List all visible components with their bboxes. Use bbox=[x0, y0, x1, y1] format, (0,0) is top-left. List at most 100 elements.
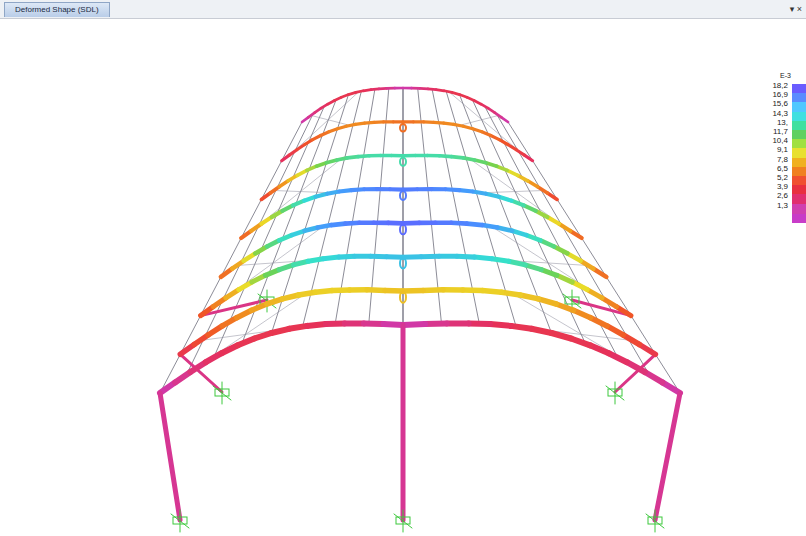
brace bbox=[502, 260, 588, 265]
purlin bbox=[403, 88, 404, 122]
purlin bbox=[421, 122, 424, 156]
purlin bbox=[341, 257, 347, 291]
purlin bbox=[377, 189, 380, 223]
purlin bbox=[403, 291, 404, 325]
rafter bbox=[403, 87, 411, 90]
scale-value: 10,4 bbox=[772, 136, 788, 145]
purlin bbox=[403, 291, 404, 325]
rafter bbox=[623, 335, 639, 345]
purlin bbox=[432, 89, 439, 123]
rafter bbox=[509, 261, 526, 265]
purlin bbox=[438, 290, 441, 324]
rafter bbox=[492, 259, 509, 262]
purlin bbox=[372, 256, 375, 290]
rafter bbox=[627, 362, 645, 372]
purlin bbox=[459, 223, 466, 257]
purlin bbox=[352, 190, 358, 224]
purlin bbox=[466, 158, 476, 192]
purlin bbox=[466, 257, 473, 291]
deformed-loop bbox=[400, 191, 406, 200]
purlin bbox=[403, 122, 404, 156]
purlin bbox=[336, 158, 344, 192]
purlin bbox=[435, 256, 438, 290]
rafter bbox=[463, 287, 483, 293]
purlin bbox=[383, 122, 386, 156]
purlin bbox=[446, 156, 453, 190]
brace bbox=[449, 92, 521, 153]
purlin bbox=[631, 316, 656, 355]
color-swatch bbox=[792, 204, 806, 214]
purlin bbox=[160, 354, 180, 393]
deformed-loop bbox=[400, 258, 406, 269]
purlin bbox=[473, 290, 480, 324]
purlin bbox=[496, 114, 518, 151]
rafter bbox=[607, 326, 623, 335]
scale-exponent: E-3 bbox=[780, 72, 791, 79]
column bbox=[655, 393, 680, 520]
purlin bbox=[582, 238, 607, 277]
rafter bbox=[435, 220, 451, 225]
purlin bbox=[380, 156, 383, 190]
rafter bbox=[538, 299, 556, 304]
brace bbox=[491, 226, 610, 303]
tab-title: Deformed Shape (SDL) bbox=[4, 2, 110, 17]
purlin bbox=[431, 223, 434, 257]
purlin bbox=[428, 189, 431, 223]
window-controls: ▾ × bbox=[790, 2, 802, 16]
purlin bbox=[452, 190, 459, 224]
scale-value: 16,9 bbox=[772, 90, 788, 99]
tab-bar bbox=[0, 0, 806, 19]
bracing bbox=[160, 88, 680, 393]
purlin bbox=[403, 156, 404, 190]
brace bbox=[181, 294, 305, 378]
purlin bbox=[403, 223, 404, 257]
purlin bbox=[335, 290, 341, 324]
scale-value: 9,1 bbox=[777, 145, 788, 154]
purlin bbox=[386, 88, 389, 122]
scale-value: 1,3 bbox=[777, 201, 788, 210]
rafter bbox=[574, 310, 591, 317]
purlin bbox=[403, 122, 404, 156]
scale-value: 11,7 bbox=[773, 127, 788, 136]
scale-value: 15,6 bbox=[772, 99, 788, 108]
purlin bbox=[403, 257, 404, 291]
rafter bbox=[423, 287, 443, 293]
rafter bbox=[445, 187, 459, 192]
support-symbol bbox=[171, 514, 189, 528]
purlin bbox=[221, 238, 241, 277]
rafter bbox=[490, 324, 511, 326]
rafter bbox=[417, 187, 431, 191]
rafter bbox=[501, 292, 520, 295]
rafter bbox=[602, 298, 617, 307]
rafter bbox=[532, 329, 552, 333]
scale-value: 2,6 bbox=[777, 191, 788, 200]
rafter bbox=[609, 353, 627, 362]
purlin bbox=[403, 156, 404, 190]
rafter bbox=[482, 291, 501, 293]
deformed-loop bbox=[400, 124, 406, 132]
rafter bbox=[645, 372, 663, 382]
brace bbox=[255, 159, 341, 228]
rafter bbox=[431, 187, 445, 191]
purlin bbox=[369, 290, 372, 324]
brace bbox=[311, 115, 350, 125]
rafter bbox=[520, 295, 538, 299]
support-symbol bbox=[394, 514, 412, 528]
purlin bbox=[303, 293, 311, 327]
purlin bbox=[486, 163, 499, 197]
purlin bbox=[319, 226, 327, 260]
purlin bbox=[403, 223, 404, 257]
purlin bbox=[655, 354, 680, 393]
support-symbol bbox=[646, 514, 664, 528]
rafter bbox=[425, 320, 447, 327]
support-symbol bbox=[213, 386, 231, 400]
rafter bbox=[447, 320, 469, 326]
support-symbol bbox=[606, 386, 624, 400]
brace bbox=[470, 159, 566, 228]
purlin bbox=[328, 192, 336, 226]
rafter bbox=[639, 345, 655, 355]
purlin bbox=[369, 89, 375, 123]
purlin bbox=[293, 142, 309, 178]
brace bbox=[237, 260, 314, 265]
rafter bbox=[403, 120, 413, 123]
